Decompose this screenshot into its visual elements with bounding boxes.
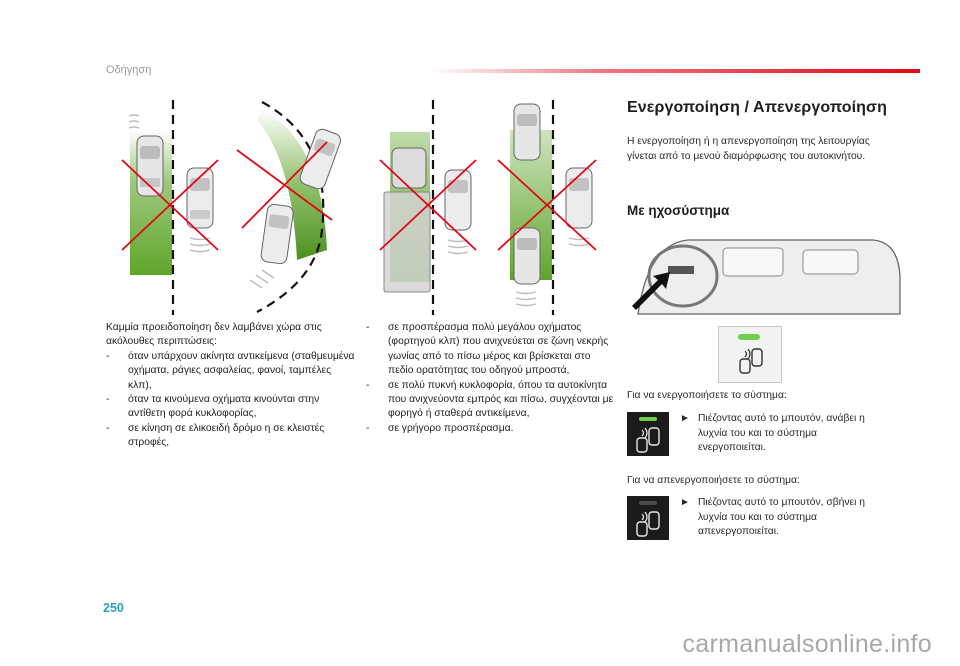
car-icon [299, 128, 342, 190]
left-text-column: Καμμία προειδοποίηση δεν λαμβάνει χώρα σ… [106, 321, 356, 451]
deactivate-step: ► Πιέζοντας αυτό το μπουτόν, σβήνει η λυ… [680, 496, 870, 540]
deactivate-step-text: Πιέζοντας αυτό το μπουτόν, σβήνει η λυχν… [698, 497, 866, 537]
car-icon [513, 227, 541, 285]
cross-icon [379, 159, 477, 251]
exceptions-list-continued: σε προσπέρασμα πολύ μεγάλου οχήματος (φο… [366, 321, 616, 437]
car-icon [513, 103, 541, 161]
list-item: σε κίνηση σε ελικοειδή δρόμο η σε κλειστ… [106, 422, 356, 451]
blind-spot-icon [636, 427, 660, 453]
header-accent-bar [430, 69, 920, 73]
blind-spot-button-illustration [718, 326, 782, 383]
dashboard-illustration [632, 239, 901, 315]
list-item: σε προσπέρασμα πολύ μεγάλου οχήματος (φο… [366, 321, 616, 379]
arrow-right-icon: ► [680, 413, 690, 424]
illustration-dense-traffic [497, 100, 597, 315]
car-icon [444, 169, 472, 231]
list-item: όταν τα κινούμενα οχήματα κινούνται στην… [106, 393, 356, 422]
indicator-led-off [639, 501, 657, 505]
exceptions-list: όταν υπάρχουν ακίνητα αντικείμενα (σταθμ… [106, 350, 356, 451]
blind-spot-button-off[interactable] [627, 496, 669, 540]
blind-spot-icon [739, 348, 763, 374]
illustration-winding-road [236, 101, 342, 313]
cross-icon [121, 159, 219, 251]
subsection-title: Με ηχοσύστημα [627, 203, 730, 218]
arrow-right-icon: ► [680, 497, 690, 508]
activate-step: ► Πιέζοντας αυτό το μπουτόν, ανάβει η λυ… [680, 412, 870, 456]
activate-step-text: Πιέζοντας αυτό το μπουτόν, ανάβει η λυχν… [698, 413, 865, 453]
illustration-parked-vehicles [121, 100, 219, 315]
section-title: Ενεργοποίηση / Απενεργοποίηση [627, 99, 887, 116]
middle-text-column: σε προσπέρασμα πολύ μεγάλου οχήματος (φο… [366, 321, 616, 437]
chapter-title: Οδήγηση [106, 64, 152, 76]
list-item: σε γρήγορο προσπέρασμα. [366, 422, 616, 437]
watermark: carmanualsonline.info [682, 630, 932, 658]
illustration-large-vehicle [379, 100, 477, 315]
car-icon [260, 203, 294, 265]
section-intro: Η ενεργοποίηση ή η απενεργοποίηση της λε… [627, 136, 870, 162]
blind-spot-button-on[interactable] [627, 412, 669, 456]
pointer-arrow-icon [632, 272, 670, 310]
indicator-led-on [639, 417, 657, 421]
cross-icon [236, 141, 333, 229]
exceptions-intro: Καμμία προειδοποίηση δεν λαμβάνει χώρα σ… [106, 322, 322, 348]
page-number: 250 [103, 601, 124, 615]
deactivate-label: Για να απενεργοποιήσετε το σύστημα: [627, 475, 800, 486]
list-item: σε πολύ πυκνή κυκλοφορία, όπου τα αυτοκί… [366, 379, 616, 422]
car-icon [565, 167, 593, 229]
list-item: όταν υπάρχουν ακίνητα αντικείμενα (σταθμ… [106, 350, 356, 393]
cross-icon [497, 159, 597, 251]
activate-label: Για να ενεργοποιήσετε το σύστημα: [627, 390, 787, 401]
indicator-led [738, 334, 760, 340]
blind-spot-icon [636, 511, 660, 537]
